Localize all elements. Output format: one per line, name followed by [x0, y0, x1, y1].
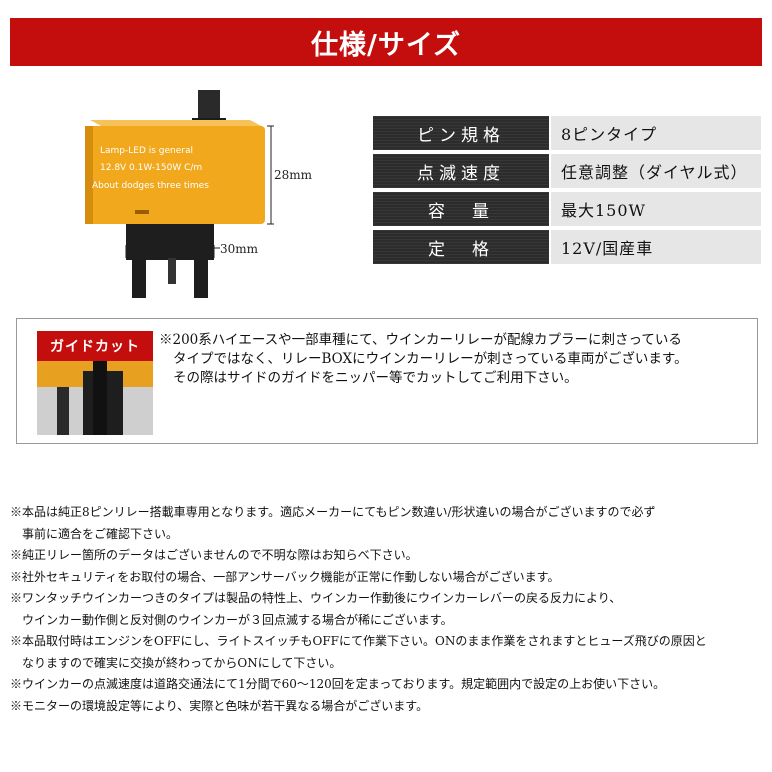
spec-value: 任意調整（ダイヤル式）: [551, 154, 761, 188]
note-item-continuation: なりますので確実に交換が終わってからONにして下さい。: [22, 655, 342, 670]
note-item-continuation: 事前に適合をご確認下さい。: [22, 526, 179, 541]
relay-body-shade: [85, 126, 93, 224]
spec-label: 容 量: [373, 192, 549, 226]
product-illustration: Lamp-LED is general 12.8V 0.1W-150W C/m …: [60, 80, 320, 310]
note-item: ※ウインカーの点滅速度は道路交通法にて1分間で60～120回を定まっております。…: [10, 677, 666, 691]
spec-label: 定 格: [373, 230, 549, 264]
relay-label-line-2: 12.8V 0.1W-150W C/m: [100, 163, 202, 173]
relay-connector: [126, 224, 214, 260]
relay-pin-right: [194, 258, 208, 298]
relay-drawing: Lamp-LED is general 12.8V 0.1W-150W C/m …: [85, 90, 274, 298]
guide-side: [57, 387, 69, 435]
guide-cut-photo: ガイドカット: [37, 331, 153, 435]
guide-text-line-1: ※200系ハイエースや一部車種にて、ウインカーリレーが配線カプラーに刺さっている: [159, 332, 682, 348]
relay-pin-mid: [168, 258, 176, 284]
spec-row: 容 量 最大150W: [373, 192, 761, 226]
spec-row: 点滅速度 任意調整（ダイヤル式）: [373, 154, 761, 188]
note-item: ※社外セキュリティをお取付の場合、一部アンサーバック機能が正常に作動しない場合が…: [10, 569, 560, 584]
spec-value: 8ピンタイプ: [551, 116, 761, 150]
relay-label-line-3: About dodges three times: [92, 181, 209, 191]
guide-cut-label: ガイドカット: [37, 331, 153, 361]
note-item: ※モニターの環境設定等により、実際と色味が若干異なる場合がございます。: [10, 698, 429, 713]
relay-body: [85, 126, 265, 224]
spec-row: 定 格 12V/国産車: [373, 230, 761, 264]
guide-text-line-2: タイプではなく、リレーBOXにウインカーリレーが刺さっている車両がございます。: [173, 351, 688, 367]
guide-cut-text: ※200系ハイエースや一部車種にて、ウインカーリレーが配線カプラーに刺さっている…: [159, 331, 688, 388]
note-item: ※本品取付時はエンジンをOFFにし、ライトスイッチもOFFにて作業下さい。ONの…: [10, 634, 707, 648]
spec-value: 12V/国産車: [551, 230, 761, 264]
note-item: ※ワンタッチウインカーつきのタイプは製品の特性上、ウインカー作動後にウインカーレ…: [10, 591, 622, 605]
relay-slot: [135, 210, 149, 214]
notes-list: ※本品は純正8ピンリレー搭載車専用となります。適応メーカーにてもピン数違い/形状…: [10, 502, 762, 717]
spec-label: 点滅速度: [373, 154, 549, 188]
note-item: ※純正リレー箇所のデータはございませんので不明な際はお知らべ下さい。: [10, 548, 418, 562]
spec-table: ピン規格 8ピンタイプ 点滅速度 任意調整（ダイヤル式） 容 量 最大150W …: [373, 116, 761, 268]
height-dimension-label: 28mm: [274, 168, 313, 182]
note-item: ※本品は純正8ピンリレー搭載車専用となります。適応メーカーにてもピン数違い/形状…: [10, 505, 656, 519]
guide-rib: [93, 361, 107, 435]
width-dimension-label: 30mm: [220, 242, 259, 256]
note-item-continuation: ウインカー動作側と反対側のウインカーが３回点滅する場合が稀にございます。: [22, 612, 453, 627]
spec-row: ピン規格 8ピンタイプ: [373, 116, 761, 150]
spec-value: 最大150W: [551, 192, 761, 226]
guide-cut-box: ガイドカット ※200系ハイエースや一部車種にて、ウインカーリレーが配線カプラー…: [16, 318, 758, 444]
title-banner: 仕様/サイズ: [10, 18, 762, 66]
guide-text-line-3: その際はサイドのガイドをニッパー等でカットしてご利用下さい。: [173, 370, 578, 386]
banner-title: 仕様/サイズ: [310, 29, 462, 61]
spec-label: ピン規格: [373, 116, 549, 150]
relay-label-line-1: Lamp-LED is general: [100, 146, 193, 156]
relay-pin-left: [132, 258, 146, 298]
